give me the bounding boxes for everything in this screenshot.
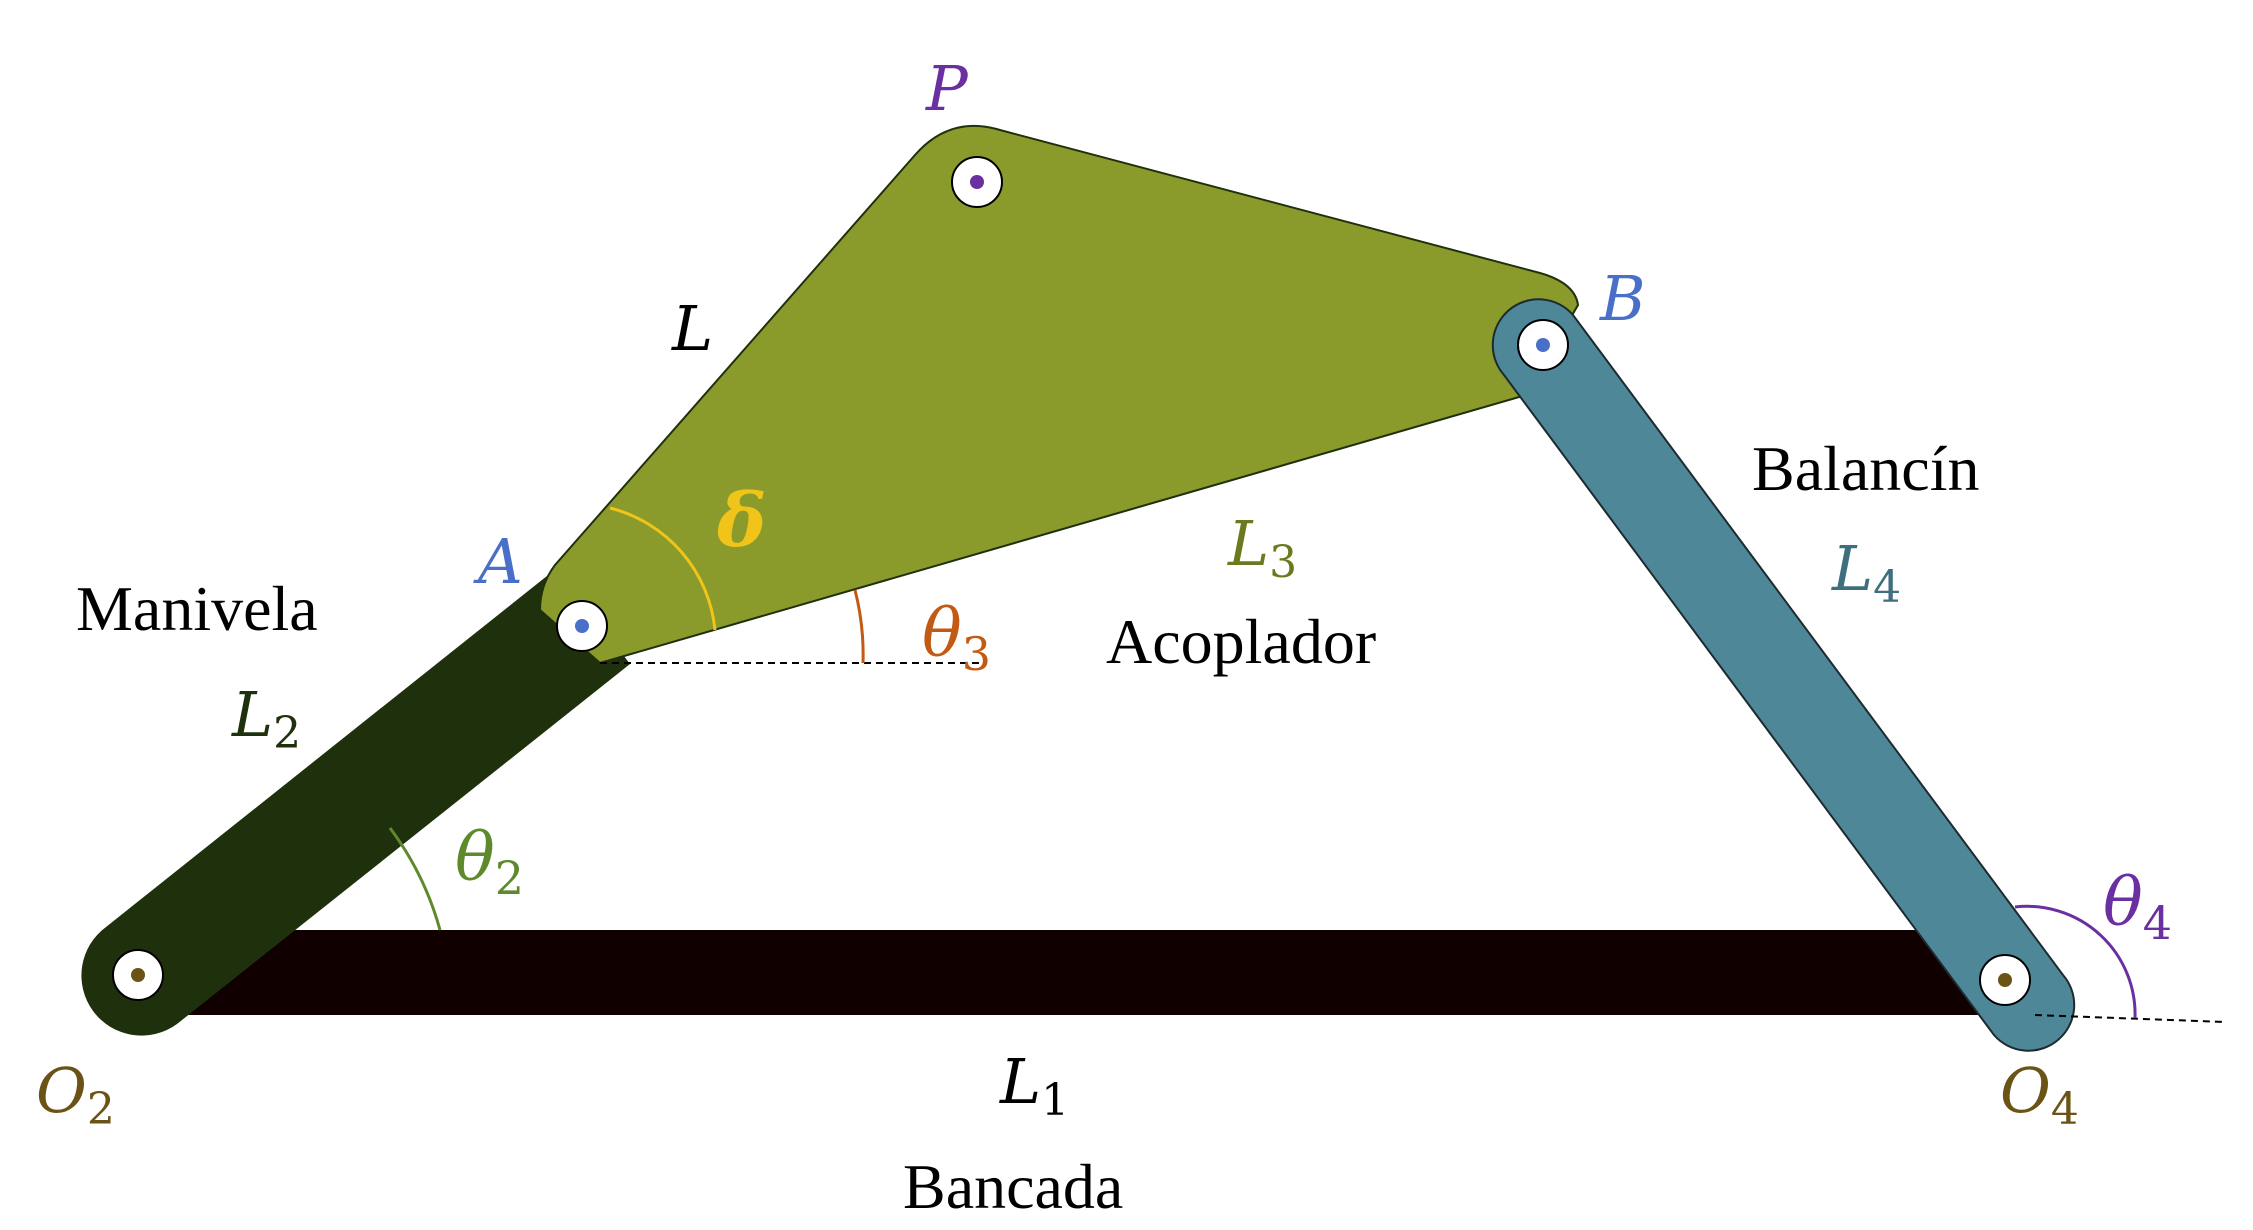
coupler-link: [538, 124, 1580, 665]
label-L3: L3: [1227, 507, 1297, 588]
label-O2: O2: [36, 1054, 115, 1135]
theta4-angle-arc: [2014, 904, 2137, 1019]
rocker-link: [1491, 298, 2076, 1052]
ground-link: [138, 930, 2005, 1015]
label-delta: δ: [716, 478, 766, 564]
pin-B: [1517, 319, 1569, 371]
name-bancada: Bancada: [903, 1151, 1123, 1222]
label-L2: L2: [231, 678, 301, 759]
pin-A: [556, 600, 608, 652]
label-L: L: [671, 292, 713, 365]
name-manivela: Manivela: [76, 573, 318, 644]
label-P: P: [925, 52, 969, 125]
label-A: A: [473, 525, 523, 598]
label-B: B: [1599, 262, 1646, 335]
pin-O2: [112, 949, 164, 1001]
pin-O4: [1979, 954, 2031, 1006]
theta3-angle-arc: [853, 589, 865, 664]
label-O4: O4: [2000, 1054, 2079, 1135]
label-theta4: θ4: [2103, 864, 2172, 950]
label-theta2: θ2: [455, 819, 524, 905]
pin-P: [951, 156, 1003, 208]
name-acoplador: Acoplador: [1106, 606, 1376, 677]
theta2-angle-arc: [388, 827, 442, 931]
theta4-reference-line: [2034, 1014, 2226, 1023]
label-L4: L4: [1831, 532, 1901, 613]
delta-angle-arc: [609, 506, 717, 631]
label-L1: L1: [999, 1045, 1069, 1126]
label-theta3: θ3: [922, 595, 991, 681]
name-balancin: Balancín: [1752, 433, 1979, 504]
crank-link: [81, 568, 630, 1036]
